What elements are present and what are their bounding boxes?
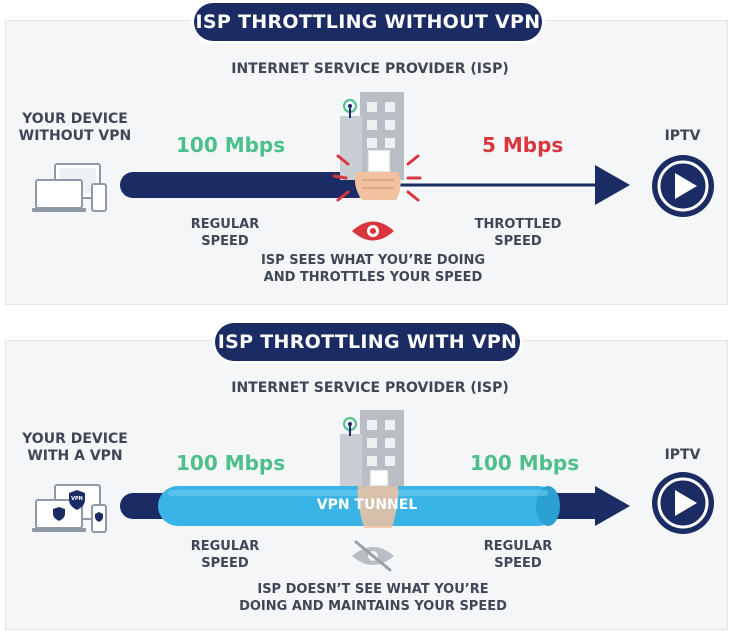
- device-icon: [32, 163, 107, 212]
- eye-icon: [352, 221, 394, 241]
- right-caption-2: REGULAR SPEED: [483, 539, 553, 571]
- device-vpn-icon: [32, 484, 107, 533]
- right-caption: THROTTLED SPEED: [474, 217, 562, 249]
- isp-label-2: INTERNET SERVICE PROVIDER (ISP): [231, 380, 509, 396]
- hand-squeeze-icon: [354, 149, 401, 200]
- section1-title: ISP THROTTLING WITHOUT VPN: [194, 3, 542, 41]
- device-badge-text: VPN: [71, 496, 83, 502]
- left-caption: REGULAR SPEED: [190, 217, 260, 249]
- throttle-burst-icon: [332, 154, 422, 202]
- speed-left-2: 100 Mbps: [176, 451, 286, 475]
- section2-title: ISP THROTTLING WITH VPN: [215, 323, 520, 361]
- arrow-head-icon: [595, 165, 630, 205]
- arrow-head-2-icon: [595, 486, 630, 526]
- destination-label-2: IPTV: [664, 447, 701, 463]
- speed-right-2: 100 Mbps: [470, 451, 580, 475]
- eye-crossed-icon: [352, 540, 394, 572]
- isp-note-2: ISP DOESN’T SEE WHAT YOU’RE DOING AND MA…: [239, 582, 507, 614]
- destination-label: IPTV: [664, 128, 701, 144]
- iptv-play-icon: [652, 155, 714, 217]
- connection-pipe-left: [120, 172, 370, 198]
- isp-note: ISP SEES WHAT YOU’RE DOING AND THROTTLES…: [260, 253, 486, 285]
- hand-blocked-icon: [357, 469, 399, 528]
- isp-label: INTERNET SERVICE PROVIDER (ISP): [231, 61, 509, 77]
- device-label: YOUR DEVICE WITHOUT VPN: [18, 111, 132, 144]
- device-label-2: YOUR DEVICE WITH A VPN: [22, 431, 128, 464]
- left-caption-2: REGULAR SPEED: [190, 539, 260, 571]
- speed-left: 100 Mbps: [176, 133, 286, 157]
- speed-right: 5 Mbps: [482, 133, 564, 157]
- tunnel-label: VPN TUNNEL: [316, 497, 418, 513]
- iptv-play-2-icon: [652, 472, 714, 534]
